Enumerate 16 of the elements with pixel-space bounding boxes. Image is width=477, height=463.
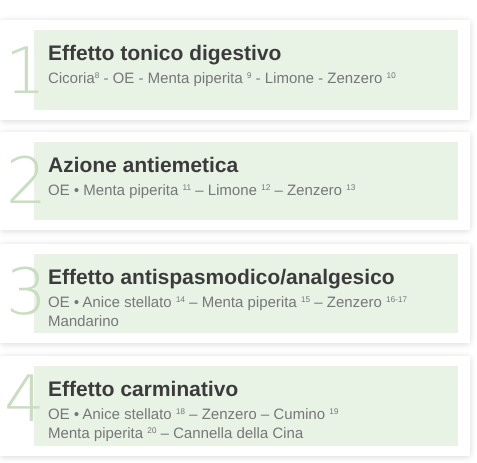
step-number: 1 [5, 40, 46, 104]
card [0, 132, 470, 230]
card [0, 244, 470, 343]
ingredient-list: OE • Anice stellato $^{14}$ – Menta piperita $^{15}$ – Zenzero $^{16-17}$ Mandarino [48, 293, 440, 331]
step-number: 3 [6, 261, 47, 325]
heading: Effetto antispasmodico/analgesico [48, 265, 396, 291]
card [0, 356, 470, 456]
step-number: 2 [6, 150, 47, 214]
ingredient-list: OE • Menta piperita $^{11}$ – Limone $^{12}$ – Zenzero $^{13}$ [48, 181, 444, 200]
card [0, 20, 470, 120]
heading: Azione antiemetica [48, 153, 240, 179]
ingredient-list: Cicoria$^{8}$ - OE - Menta piperita $^{9}$ - Limone - Zenzero $^{10}$ [48, 69, 444, 88]
step-number: 4 [4, 368, 45, 432]
heading: Effetto tonico digestivo [48, 41, 282, 67]
ingredient-list: OE • Anice stellato $^{18}$ – Zenzero – Cumino $^{19}$ Menta piperita $^{20}$ – Cannella della Cina [48, 405, 376, 443]
heading: Effetto carminativo [48, 377, 240, 403]
